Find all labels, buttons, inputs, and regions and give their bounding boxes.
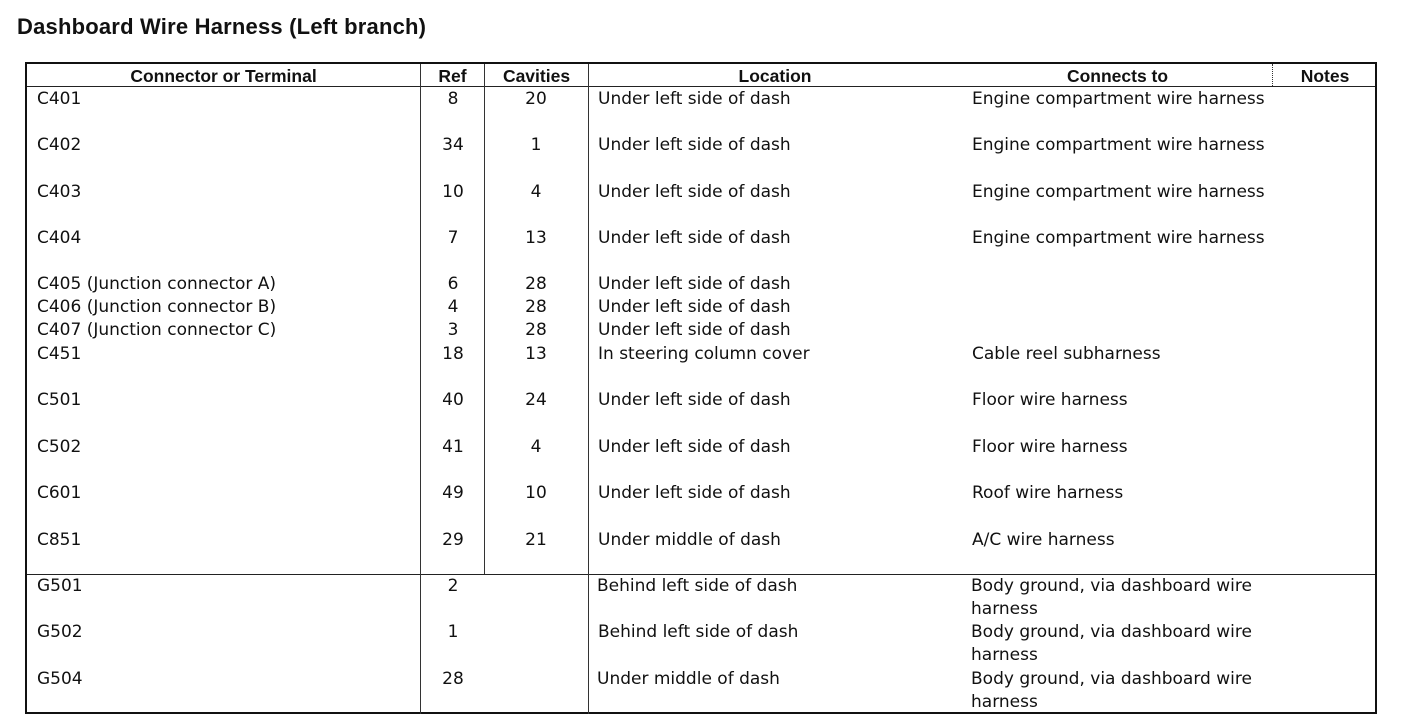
row-location: Under left side of dash: [598, 297, 791, 317]
row-connector: C502: [37, 437, 82, 457]
row-connects-to: Body ground, via dashboard wire harness: [971, 622, 1252, 665]
row-ref: 29: [442, 530, 464, 550]
row-cavities: 28: [525, 320, 547, 340]
row-ref: 49: [442, 483, 464, 503]
row-connects-to: Engine compartment wire harness: [972, 182, 1265, 202]
row-cavities: 13: [525, 344, 547, 364]
row-ref: 7: [447, 228, 459, 248]
row-ref: 1: [447, 622, 459, 642]
row-location: Behind left side of dash: [598, 622, 799, 642]
ground-section-divider: [27, 574, 1375, 575]
row-cavities: 4: [530, 182, 542, 202]
column-divider: [420, 64, 421, 714]
row-ref: 4: [447, 297, 459, 317]
row-ref: 8: [447, 89, 459, 109]
row-cavities: 28: [525, 274, 547, 294]
row-connector: C451: [37, 344, 82, 364]
harness-table: [25, 62, 1377, 714]
row-ref: 40: [442, 390, 464, 410]
row-location: Under left side of dash: [598, 320, 791, 340]
row-connects-to: Floor wire harness: [972, 390, 1128, 410]
row-cavities: 24: [525, 390, 547, 410]
row-connects-to: Engine compartment wire harness: [972, 228, 1265, 248]
row-location: Under left side of dash: [598, 390, 791, 410]
row-connector: G502: [37, 622, 83, 642]
row-connector: C402: [37, 135, 82, 155]
row-connector: G504: [37, 669, 83, 689]
row-location: In steering column cover: [598, 344, 810, 364]
row-cavities: 13: [525, 228, 547, 248]
row-location: Under left side of dash: [598, 274, 791, 294]
row-connector: G501: [37, 576, 83, 596]
row-ref: 10: [442, 182, 464, 202]
page-title: Dashboard Wire Harness (Left branch): [17, 14, 427, 39]
row-connects-to: Engine compartment wire harness: [972, 135, 1265, 155]
row-connects-to: Cable reel subharness: [972, 344, 1161, 364]
row-connector: C407 (Junction connector C): [37, 320, 277, 340]
row-location: Under left side of dash: [598, 89, 791, 109]
row-connector: C851: [37, 530, 82, 550]
header-cavities: Cavities: [502, 66, 571, 86]
row-ref: 18: [442, 344, 464, 364]
row-location: Under middle of dash: [598, 530, 781, 550]
column-divider: [1272, 64, 1273, 86]
row-connects-to: A/C wire harness: [972, 530, 1115, 550]
row-cavities: 20: [525, 89, 547, 109]
row-location: Behind left side of dash: [597, 576, 798, 596]
row-location: Under left side of dash: [598, 437, 791, 457]
row-location: Under left side of dash: [598, 228, 791, 248]
row-connector: C404: [37, 228, 82, 248]
column-divider: [484, 64, 485, 574]
row-connector: C406 (Junction connector B): [37, 297, 277, 317]
row-connector: C403: [37, 182, 82, 202]
row-cavities: 4: [530, 437, 542, 457]
row-cavities: 10: [525, 483, 547, 503]
row-cavities: 21: [525, 530, 547, 550]
header-ref: Ref: [438, 66, 467, 86]
row-connects-to: Floor wire harness: [972, 437, 1128, 457]
row-connects-to: Roof wire harness: [972, 483, 1124, 503]
row-cavities: 1: [530, 135, 542, 155]
header-divider: [27, 86, 1375, 87]
row-location: Under left side of dash: [598, 483, 791, 503]
row-ref: 41: [442, 437, 464, 457]
row-connects-to: Body ground, via dashboard wire harness: [971, 576, 1252, 619]
header-location: Location: [738, 66, 812, 86]
row-ref: 2: [447, 576, 459, 596]
column-divider: [588, 64, 589, 714]
row-connector: C601: [37, 483, 82, 503]
row-connects-to: Body ground, via dashboard wire harness: [971, 669, 1252, 712]
row-ref: 3: [447, 320, 459, 340]
row-connector: C401: [37, 89, 82, 109]
header-connector: Connector or Terminal: [130, 66, 317, 86]
row-location: Under left side of dash: [598, 135, 791, 155]
row-ref: 34: [442, 135, 464, 155]
row-ref: 28: [442, 669, 464, 689]
row-connects-to: Engine compartment wire harness: [972, 89, 1265, 109]
row-connector: C405 (Junction connector A): [37, 274, 277, 294]
row-connector: C501: [37, 390, 82, 410]
row-location: Under middle of dash: [597, 669, 780, 689]
row-cavities: 28: [525, 297, 547, 317]
row-ref: 6: [447, 274, 459, 294]
row-location: Under left side of dash: [598, 182, 791, 202]
header-connects-to: Connects to: [1066, 66, 1169, 86]
header-notes: Notes: [1300, 66, 1350, 86]
